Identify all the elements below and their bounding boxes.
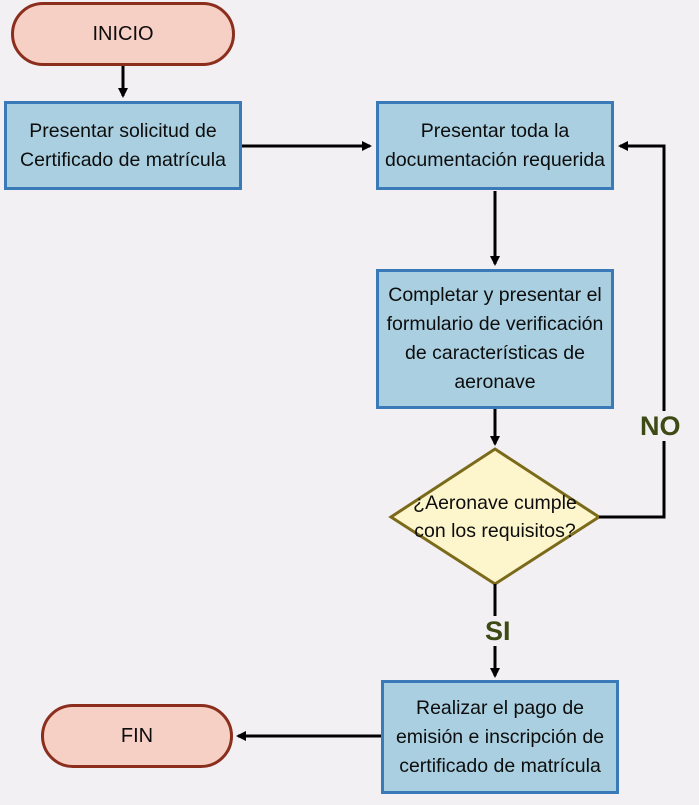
decision-label: ¿Aeronave cumple con los requisitos? bbox=[413, 492, 577, 542]
process-verification-form: Completar y presentar el formulario de v… bbox=[376, 269, 614, 409]
process-request-certificate-label: Presentar solicitud de Certificado de ma… bbox=[20, 119, 226, 171]
process-submit-documentation-label: Presentar toda la documentación requerid… bbox=[384, 119, 606, 171]
no-branch-label: NO bbox=[638, 411, 683, 441]
end-terminal: FIN bbox=[41, 704, 233, 768]
process-payment-label: Realizar el pago de emisión e inscripció… bbox=[395, 696, 605, 777]
start-label: INICIO bbox=[92, 22, 154, 45]
process-submit-documentation: Presentar toda la documentación requerid… bbox=[376, 101, 614, 190]
process-payment: Realizar el pago de emisión e inscripció… bbox=[381, 680, 619, 794]
process-verification-form-label: Completar y presentar el formulario de v… bbox=[386, 284, 604, 393]
process-request-certificate: Presentar solicitud de Certificado de ma… bbox=[4, 101, 242, 190]
end-label: FIN bbox=[120, 724, 154, 747]
start-terminal: INICIO bbox=[11, 2, 235, 66]
yes-branch-label: SI bbox=[483, 616, 513, 646]
edge-decision-no-loop bbox=[599, 141, 666, 519]
